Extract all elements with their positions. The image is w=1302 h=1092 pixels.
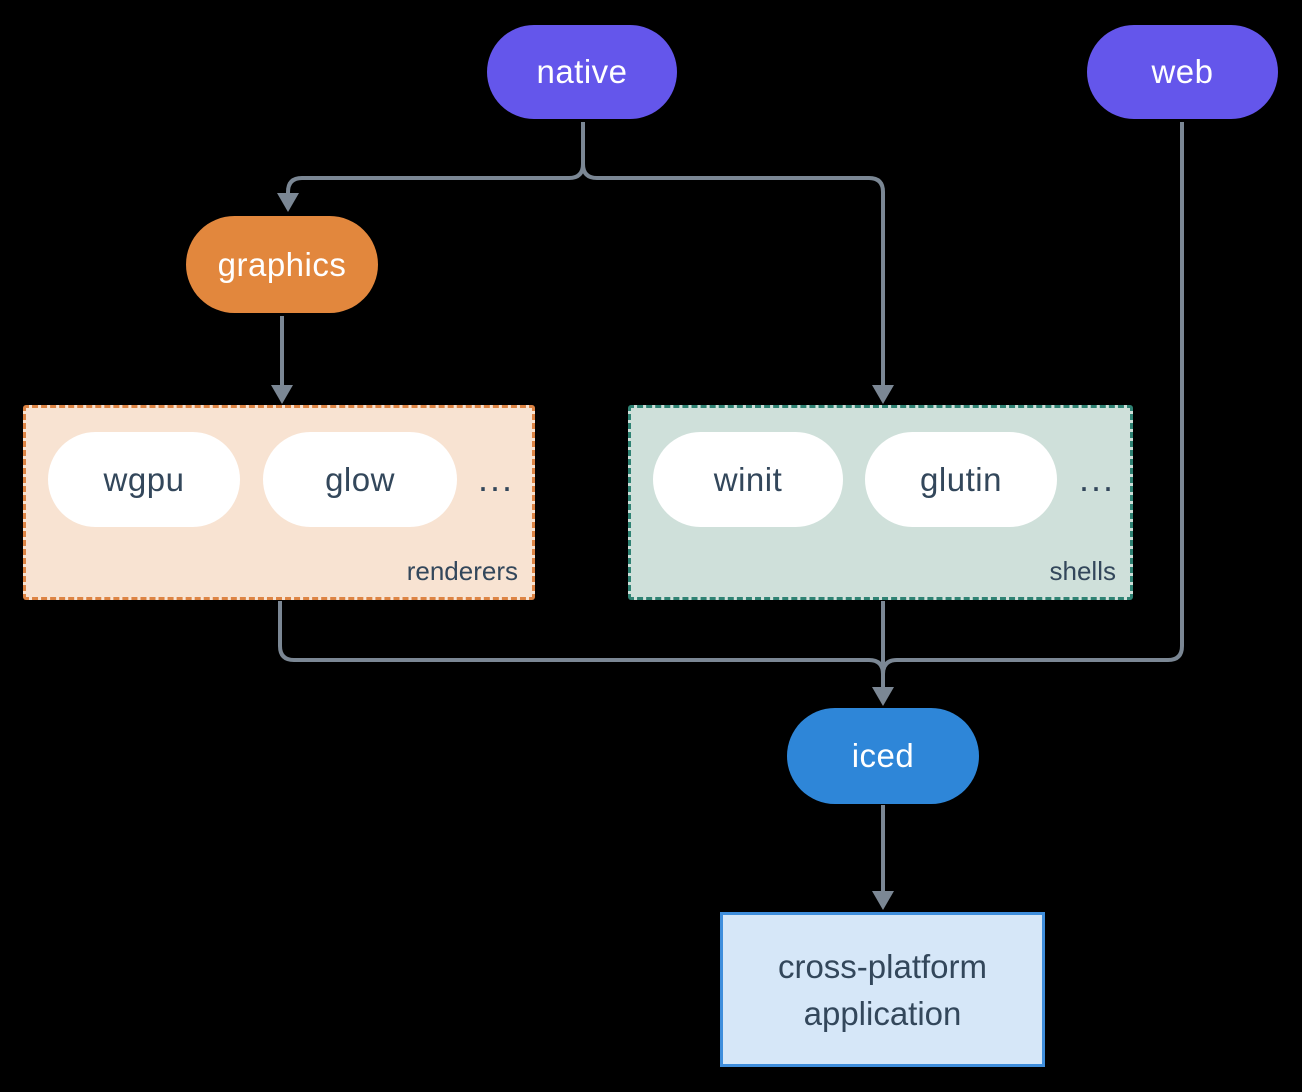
node-cross-platform-application: cross-platform application: [720, 912, 1045, 1067]
edge-native-graphics: [286, 122, 585, 194]
node-wgpu-label: wgpu: [103, 460, 185, 498]
node-native: native: [487, 25, 677, 119]
arrowhead-into-graphics: [277, 193, 299, 212]
shells-ellipsis: ...: [1079, 458, 1116, 499]
app-label-line2: application: [803, 994, 962, 1032]
group-shells: winit glutin ... shells: [628, 405, 1133, 600]
edge-renderers-iced: [278, 601, 885, 690]
arrowhead-into-app: [872, 891, 894, 910]
group-renderers: wgpu glow ... renderers: [23, 405, 535, 600]
renderers-ellipsis: ...: [478, 458, 515, 499]
node-graphics-label: graphics: [217, 245, 347, 283]
node-winit-label: winit: [713, 460, 783, 498]
node-glow: glow: [263, 432, 457, 527]
arrowhead-into-renderers: [271, 385, 293, 404]
node-glutin-label: glutin: [920, 460, 1002, 498]
node-web: web: [1087, 25, 1278, 119]
node-glow-label: glow: [325, 460, 395, 498]
node-iced-label: iced: [851, 737, 915, 774]
node-winit: winit: [653, 432, 843, 527]
app-label-line1: cross-platform: [777, 947, 988, 985]
arrowhead-into-shells: [872, 385, 894, 404]
edge-web-iced: [881, 122, 1184, 690]
renderers-label: renderers: [406, 556, 518, 586]
node-graphics: graphics: [186, 216, 378, 313]
node-web-label: web: [1151, 53, 1214, 90]
shells-label: shells: [1049, 556, 1116, 586]
arrowhead-into-iced: [872, 687, 894, 706]
node-iced: iced: [787, 708, 979, 804]
node-glutin: glutin: [865, 432, 1057, 527]
edge-native-shells: [581, 122, 885, 386]
node-native-label: native: [536, 53, 628, 90]
node-wgpu: wgpu: [48, 432, 240, 527]
